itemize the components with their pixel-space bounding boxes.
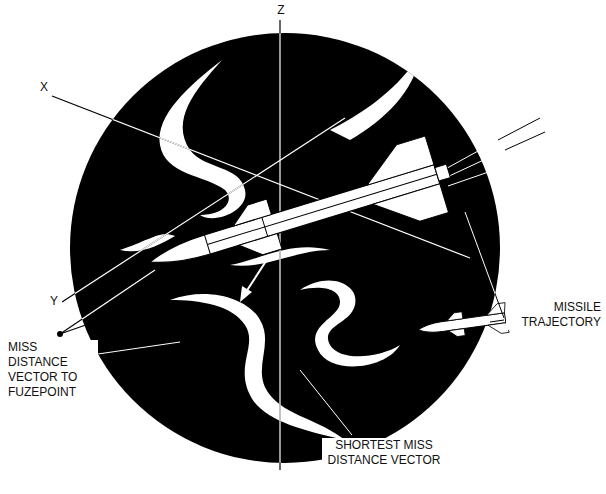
fuzepoint-dot (57, 331, 63, 337)
miss-distance-vectors (60, 270, 155, 334)
axis-label: Y (46, 294, 62, 309)
trajectory-streaks (440, 140, 505, 186)
leader-lines-inner (98, 212, 504, 435)
miss-distance-vectors-inner (60, 270, 155, 334)
background-disc (70, 33, 500, 463)
axis-label: Z (273, 3, 289, 18)
coordinate-axes-inner (52, 20, 470, 470)
callout-label: MISS DISTANCE VECTOR TO FUZEPOINT (6, 340, 98, 400)
swirl-shapes (120, 55, 420, 440)
callout-label: SHORTEST MISS DISTANCE VECTOR (322, 438, 446, 468)
shortest-miss-arrow (240, 258, 268, 302)
coordinate-axes (52, 20, 470, 470)
trajectory-streaks-outside (498, 118, 545, 308)
large-missile (138, 133, 460, 301)
axis-label: X (36, 80, 52, 95)
callout-label: MISSILE TRAJECTORY (506, 300, 603, 330)
small-missile (416, 303, 509, 345)
leader-lines (98, 212, 504, 435)
